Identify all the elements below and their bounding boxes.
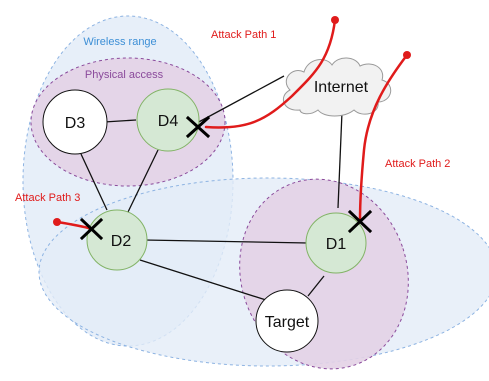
- node-d2: [86, 209, 148, 271]
- link-d4-internet: [194, 75, 285, 125]
- attack-path-1-origin-dot: [331, 16, 339, 24]
- attack-path-3-label: Attack Path 3: [15, 192, 80, 204]
- breach-marker-d1: [347, 209, 373, 234]
- node-target: [255, 289, 319, 353]
- attack-path-2-line: [358, 53, 409, 223]
- wireless-range-label: Wireless range: [83, 36, 156, 48]
- node-target-label: Target: [265, 314, 310, 331]
- attack-path-2-label: Attack Path 2: [385, 158, 450, 170]
- node-d3: [42, 89, 108, 155]
- attack-path-1-line: [204, 18, 337, 129]
- link-d3-d4: [103, 119, 137, 123]
- attack-path-2-origin-dot: [403, 51, 411, 59]
- breach-marker-d2: [79, 217, 104, 241]
- link-d1-target: [307, 275, 325, 297]
- node-d4-label: D4: [158, 113, 179, 130]
- link-d3-d2: [80, 153, 108, 211]
- attack-path-1-label: Attack Path 1: [211, 29, 276, 41]
- link-d2-d1: [143, 239, 309, 244]
- link-d4-d2: [127, 149, 159, 213]
- link-d2-target: [139, 259, 267, 301]
- breach-marker-d4: [185, 115, 211, 139]
- link-internet-d1: [337, 111, 343, 209]
- node-d4: [136, 88, 200, 152]
- node-d2-label: D2: [111, 233, 132, 250]
- internet-cloud: [282, 57, 392, 117]
- physical-access-label: Physical access: [85, 69, 164, 81]
- network-links: [80, 75, 343, 301]
- node-d3-label: D3: [65, 115, 86, 132]
- attack-path-3-origin-dot: [53, 218, 61, 226]
- internet-label: Internet: [314, 79, 369, 96]
- node-d1-label: D1: [326, 236, 347, 253]
